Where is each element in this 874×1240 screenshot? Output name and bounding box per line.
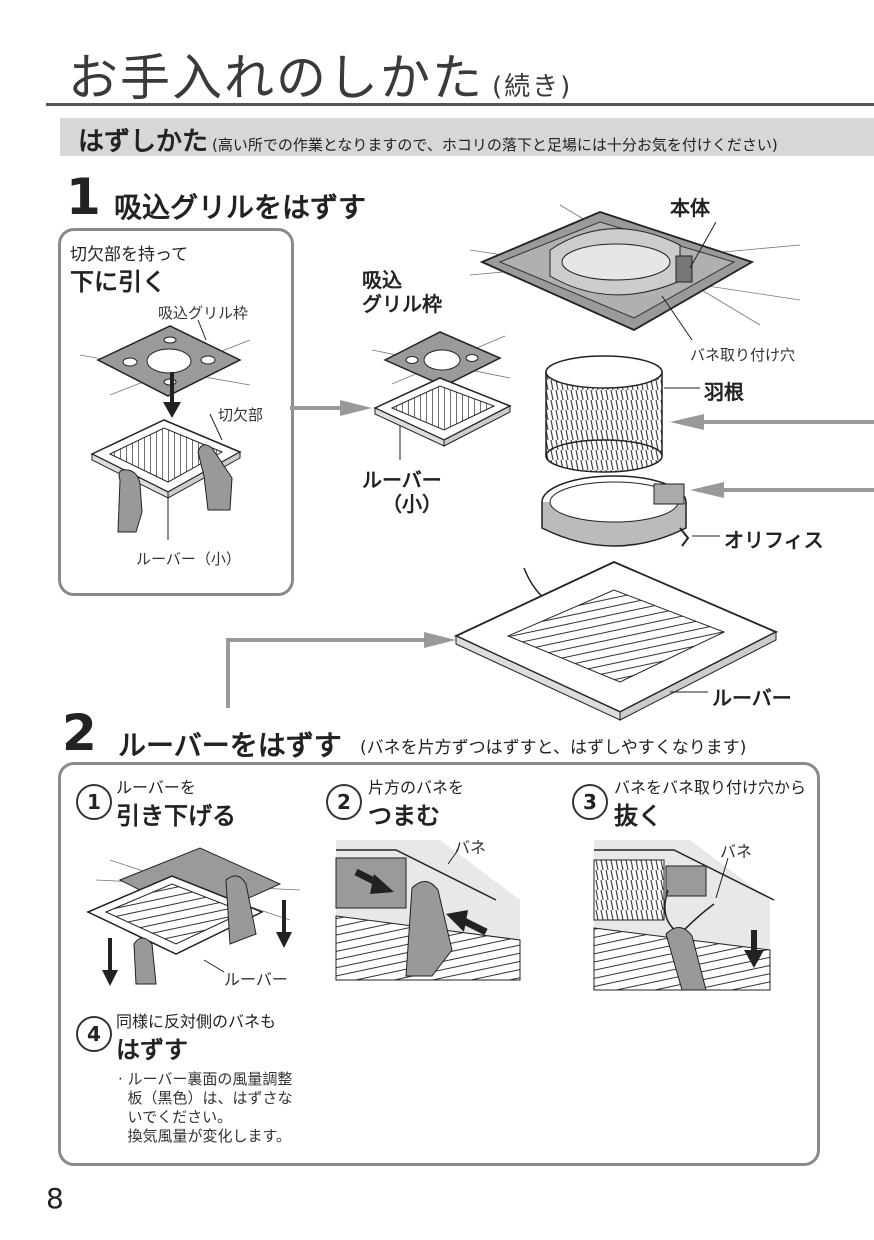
label-grille-frame-line1: 吸込 [362,268,402,292]
arrow-step2-to-louver [226,632,456,708]
section-label: はずしかた [78,127,209,157]
step1-title: 吸込グリルをはずす [114,191,367,224]
substep1-drawing [86,847,301,986]
arrow-orifice-pointer [690,482,874,498]
inset-label-grille-frame: 吸込グリル枠 [158,304,249,322]
substep3-line2: 抜く [614,802,662,830]
main-fan-drawing [545,355,700,473]
substep2-line1: 片方のバネを [368,778,465,797]
label-louver: ルーバー [712,686,792,710]
substep4-line1: 同様に反対側のバネも [116,1012,277,1031]
main-louver-drawing [453,561,779,721]
substep3-drawing [593,840,775,991]
section-heading: はずしかた(高い所での作業となりますので、ホコリの落下と足場には十分お気を付けく… [78,121,778,158]
inset-hands [117,444,233,533]
step2-title: ルーバーをはずす [118,729,342,762]
title-divider [46,103,874,106]
substep3-number: 3 [572,784,608,820]
substep1-line2: 引き下げる [116,802,236,830]
substep2-callout: バネ [454,838,487,857]
inset-instruction-line1: 切欠部を持って [70,245,189,265]
main-grille-frame-drawing [371,331,511,387]
substep3-callout: バネ [720,842,753,861]
substep2-number: 2 [326,784,362,820]
step1-inset-box [58,228,294,596]
label-orifice: オリフィス [724,528,824,552]
step1-number: 1 [66,168,101,226]
label-body: 本体 [670,196,710,220]
step2-box [58,762,820,1166]
label-louver-small-line2: （小） [382,492,442,516]
arrow-inset-to-main [290,400,372,416]
section-band [60,118,874,156]
label-grille-frame-line2: グリル枠 [362,292,442,316]
substep4-number: 4 [76,1016,112,1052]
inset-instruction-line2: 下に引く [70,268,166,296]
step2-note: (バネを片方ずつはずすと、はずしやすくなります) [360,738,747,758]
arrow-fan-pointer [670,414,874,430]
substep2-line2: つまむ [368,802,440,830]
main-louver-small-drawing [373,377,512,460]
substep1-line1: ルーバーを [116,778,196,797]
label-fan: 羽根 [704,380,744,404]
substep1-callout: ルーバー [224,970,288,989]
inset-grille-frame-drawing [79,319,251,397]
inset-label-notch: 切欠部 [218,406,264,424]
substep1-number: 1 [76,784,112,820]
substep3-line1: バネをバネ取り付け穴から [614,778,807,797]
substep4-line2: はずす [116,1036,188,1064]
page-number: 8 [46,1182,64,1215]
inset-down-arrow [163,372,181,418]
page-title-suffix: (続き) [492,72,573,102]
step2-number: 2 [62,704,97,762]
main-orifice-drawing [541,475,720,547]
caution-note: · ルーバー裏面の風量調整 板（黒色）は、はずさな いでください。 換気風量が変… [118,1070,293,1145]
page-title: お手入れのしかた (続き) [68,38,572,110]
main-body-drawing [469,204,801,341]
substep2-drawing [335,840,521,981]
label-louver-small-line1: ルーバー [362,468,442,492]
page-title-main: お手入れのしかた [68,49,484,107]
label-spring-hole: バネ取り付け穴 [690,346,796,364]
section-caution: (高い所での作業となりますので、ホコリの落下と足場には十分お気を付けください) [212,136,778,154]
inset-label-louver-small: ルーバー（小） [136,550,241,568]
